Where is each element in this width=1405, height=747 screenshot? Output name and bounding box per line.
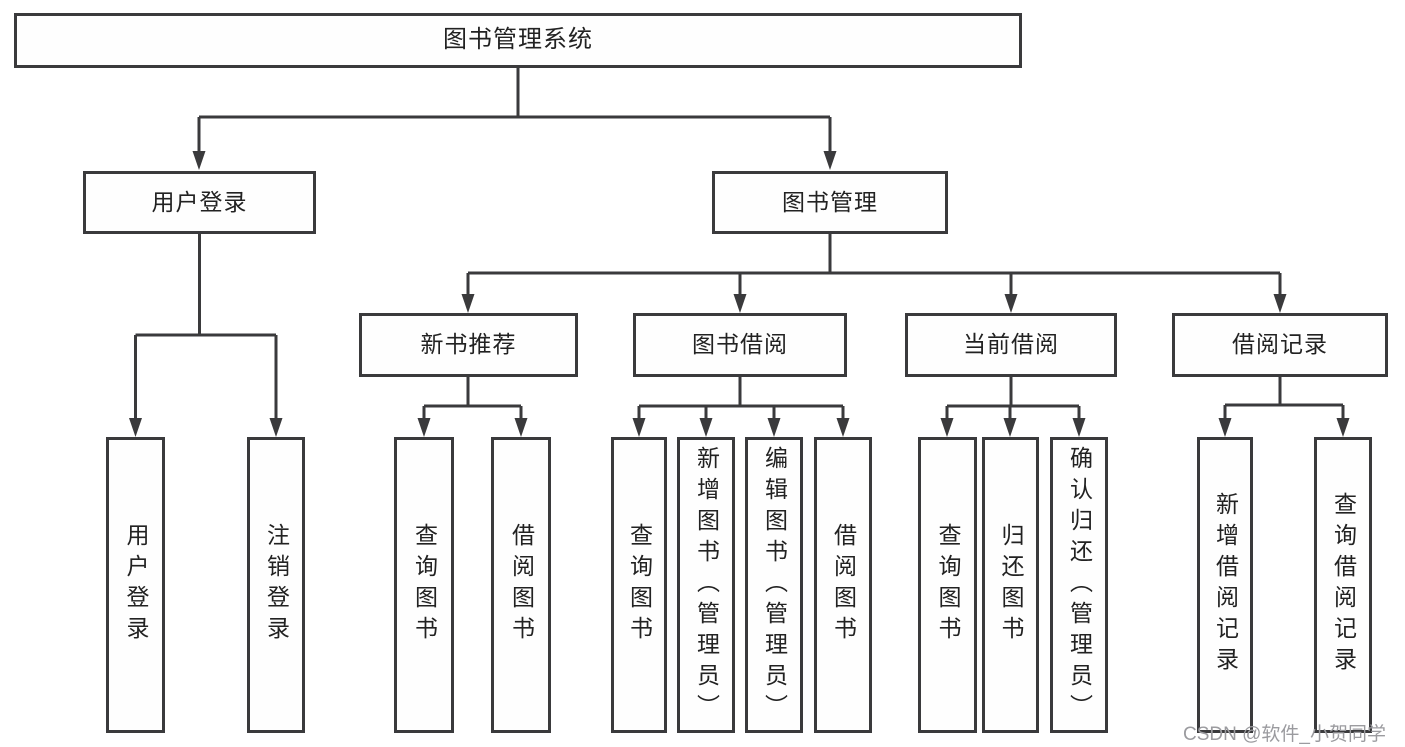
leaf-newbook-borrow-books: 借阅图书 — [491, 437, 551, 733]
leaf-records-add-record: 新增借阅记录 — [1197, 437, 1253, 733]
node-borrowing-records: 借阅记录 — [1172, 313, 1388, 377]
leaf-newbook-query-books: 查询图书 — [394, 437, 454, 733]
node-current-borrowing: 当前借阅 — [905, 313, 1117, 377]
leaf-current-confirm-return-admin: 确认归还（管理员） — [1050, 437, 1108, 733]
node-user-login: 用户登录 — [83, 171, 316, 234]
leaf-borrowing-edit-books-admin: 编辑图书（管理员） — [745, 437, 803, 733]
leaf-borrowing-add-books-admin: 新增图书（管理员） — [677, 437, 735, 733]
leaf-borrowing-query-books: 查询图书 — [611, 437, 667, 733]
node-new-book-recommend: 新书推荐 — [359, 313, 578, 377]
node-system-root: 图书管理系统 — [14, 13, 1022, 68]
csdn-watermark: CSDN @软件_小贺同学 — [1183, 724, 1386, 745]
leaf-user-login: 用户登录 — [106, 437, 165, 733]
leaf-borrowing-borrow-books: 借阅图书 — [814, 437, 872, 733]
leaf-logout: 注销登录 — [247, 437, 305, 733]
node-book-management: 图书管理 — [712, 171, 948, 234]
leaf-current-return-books: 归还图书 — [982, 437, 1039, 733]
node-book-borrowing: 图书借阅 — [633, 313, 847, 377]
leaf-current-query-books: 查询图书 — [918, 437, 977, 733]
leaf-records-query-record: 查询借阅记录 — [1314, 437, 1372, 733]
